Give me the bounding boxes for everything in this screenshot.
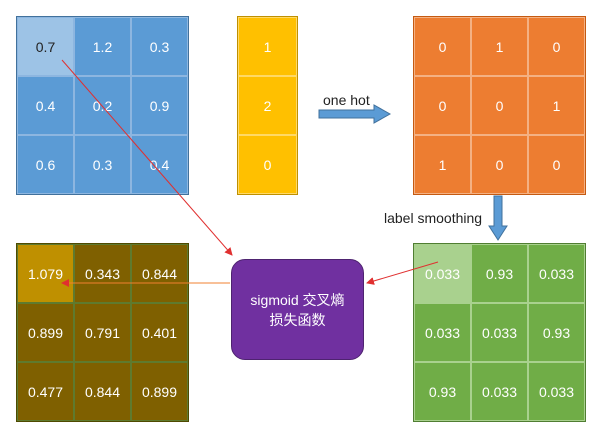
smoothed-cell: 0.033 [471, 303, 528, 362]
smoothed-cell: 0.93 [414, 362, 471, 421]
smoothed-cell: 0.033 [528, 362, 585, 421]
logits-grid: 0.7 1.2 0.3 0.4 0.2 0.9 0.6 0.3 0.4 [16, 16, 189, 195]
loss-cell: 0.791 [74, 303, 131, 362]
logits-cell: 0.9 [131, 76, 188, 135]
onehot-cell: 0 [471, 135, 528, 194]
loss-cell: 0.343 [74, 244, 131, 303]
onehot-cell: 1 [471, 17, 528, 76]
onehot-cell: 1 [414, 135, 471, 194]
loss-cell: 0.844 [131, 244, 188, 303]
label-smoothing-arrow [488, 195, 508, 241]
loss-function-line2: 损失函数 [269, 311, 326, 328]
smoothed-cell: 0.033 [471, 362, 528, 421]
loss-cell: 0.477 [17, 362, 74, 421]
logits-cell: 1.2 [74, 17, 131, 76]
logits-cell: 0.6 [17, 135, 74, 194]
label-smoothing-label: label smoothing [384, 210, 483, 226]
smoothed-cell: 0.033 [414, 303, 471, 362]
label-cell: 2 [238, 76, 297, 135]
onehot-cell: 1 [528, 76, 585, 135]
onehot-cell: 0 [414, 76, 471, 135]
loss-cell: 1.079 [17, 244, 74, 303]
loss-function-box: sigmoid 交叉熵 损失函数 [231, 259, 364, 360]
logits-cell: 0.4 [131, 135, 188, 194]
label-cell: 0 [238, 135, 297, 194]
smoothed-label-grid: 0.033 0.93 0.033 0.033 0.033 0.93 0.93 0… [413, 243, 586, 422]
smoothed-cell: 0.033 [528, 244, 585, 303]
loss-grid: 1.079 0.343 0.844 0.899 0.791 0.401 0.47… [16, 243, 189, 422]
onehot-cell: 0 [471, 76, 528, 135]
smoothed-cell: 0.93 [471, 244, 528, 303]
logits-cell: 0.3 [131, 17, 188, 76]
smoothed-cell: 0.033 [414, 244, 471, 303]
label-cell: 1 [238, 17, 297, 76]
one-hot-label: one hot [323, 92, 370, 108]
onehot-cell: 0 [528, 135, 585, 194]
logits-cell: 0.2 [74, 76, 131, 135]
loss-function-line1: sigmoid 交叉熵 [250, 291, 345, 308]
loss-cell: 0.844 [74, 362, 131, 421]
logits-cell: 0.3 [74, 135, 131, 194]
loss-cell: 0.899 [131, 362, 188, 421]
logits-cell: 0.7 [17, 17, 74, 76]
onehot-cell: 0 [528, 17, 585, 76]
smoothed-cell: 0.93 [528, 303, 585, 362]
onehot-cell: 0 [414, 17, 471, 76]
onehot-grid: 0 1 0 0 0 1 1 0 0 [413, 16, 586, 195]
labels-column: 1 2 0 [237, 16, 298, 195]
loss-cell: 0.899 [17, 303, 74, 362]
loss-cell: 0.401 [131, 303, 188, 362]
logits-cell: 0.4 [17, 76, 74, 135]
